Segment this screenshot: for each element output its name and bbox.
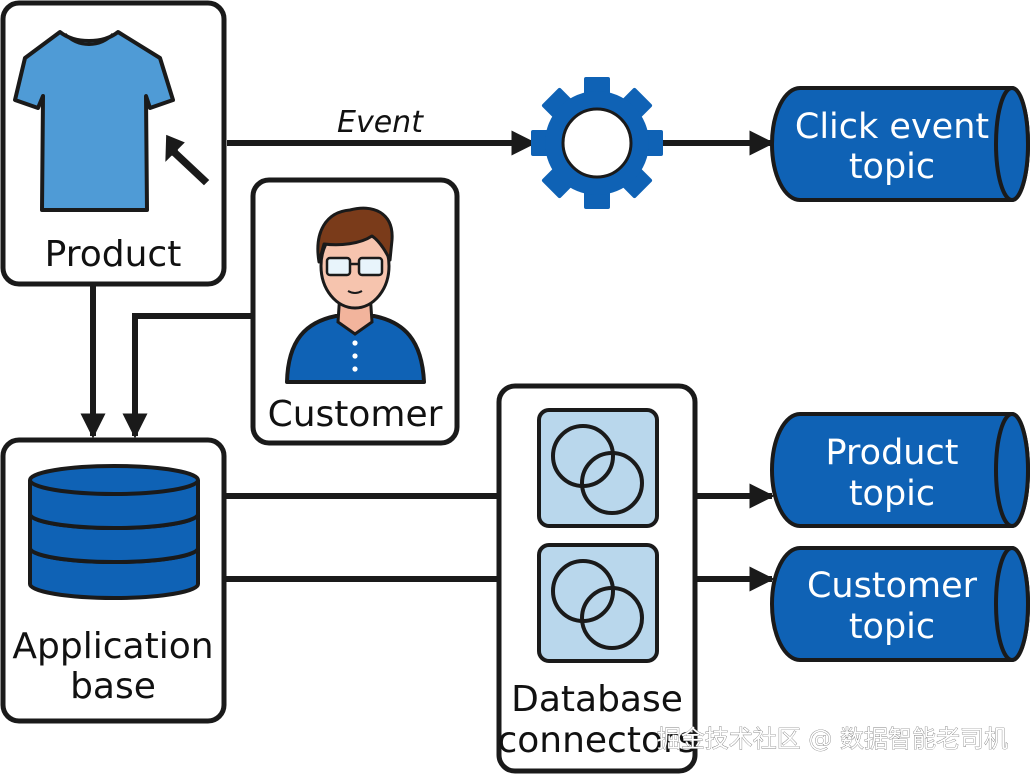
watermark-text: 掘金技术社区 @ 数据智能老司机 [657, 725, 1008, 753]
database-stack-icon [28, 464, 200, 600]
event-label: Event [337, 105, 424, 140]
application-base-node: Application base [0, 437, 227, 724]
application-base-label-line2: base [70, 666, 156, 707]
customer-topic-label-line1: Customer [807, 566, 978, 606]
click-event-topic-label-line2: topic [849, 147, 935, 187]
database-connectors-node: Database connectors [496, 383, 698, 774]
product-node: Product [0, 0, 227, 287]
venn-circles-icon [537, 408, 659, 528]
click-event-topic-label-line1: Click event [795, 107, 989, 147]
customer-topic-label-line2: topic [849, 607, 935, 647]
customer-node: Customer [250, 177, 460, 446]
person-avatar-icon [285, 206, 426, 384]
gear-icon [531, 77, 663, 209]
customer-topic: Customer topic [770, 546, 1030, 662]
product-topic: Product topic [770, 412, 1030, 528]
customer-to-appbase-arrow [122, 313, 253, 439]
mouse-cursor-icon [162, 131, 213, 189]
tshirt-icon [13, 30, 175, 212]
database-connectors-label-line1: Database [511, 679, 683, 720]
product-topic-label-line1: Product [826, 433, 959, 473]
database-connectors-label-line2: connectors [497, 720, 696, 761]
product-topic-label-line2: topic [849, 474, 935, 514]
customer-label: Customer [268, 394, 443, 435]
product-label: Product [45, 234, 182, 275]
application-base-label-line1: Application [12, 626, 213, 667]
click-event-topic: Click event topic [770, 86, 1030, 202]
venn-circles-icon [537, 543, 659, 663]
